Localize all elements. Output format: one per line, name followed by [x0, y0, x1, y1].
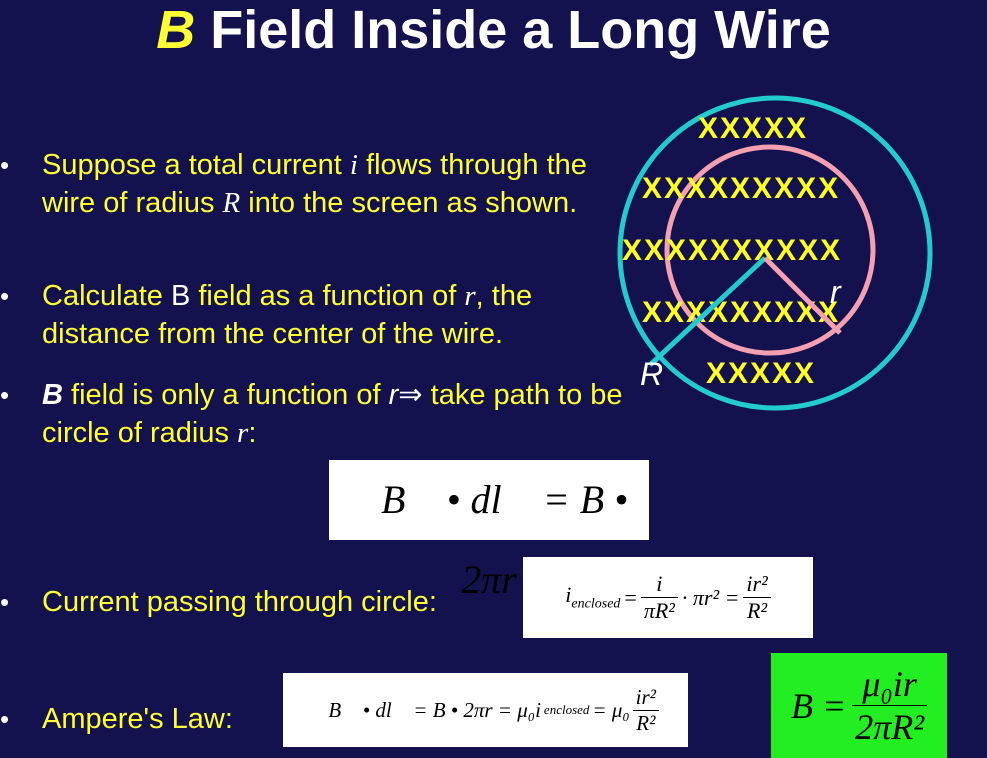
- bullet-ampere: • Ampere's Law:: [0, 700, 233, 738]
- bullet-dot: •: [0, 704, 10, 734]
- bullet-text: field is only a function of: [62, 379, 389, 411]
- result-num: μ₀ir: [852, 663, 928, 706]
- implies-symbol: ⇒: [398, 379, 423, 411]
- eq-num: ir²: [632, 685, 659, 711]
- x-row: XXXXXXXXXX: [622, 234, 842, 267]
- bullet-text: take path to be circle of radius: [42, 379, 623, 449]
- eq-den: R²: [636, 710, 656, 735]
- bullet-text: Ampere's Law:: [42, 703, 233, 735]
- eq-den: πR²: [643, 598, 675, 623]
- outer-circle: [617, 95, 933, 411]
- eq-num: i: [640, 571, 678, 598]
- bullet-current: • Suppose a total current i flows throug…: [0, 146, 612, 222]
- bullet-text: , the distance from the center of the wi…: [42, 280, 533, 350]
- label-r: r: [830, 274, 842, 310]
- var-r: r: [464, 280, 476, 312]
- result-lhs: B =: [790, 685, 847, 726]
- bullet-dot: •: [0, 281, 10, 311]
- eq-equals: =: [624, 584, 637, 610]
- bullet-dot: •: [0, 150, 10, 180]
- x-row: XXXXX: [706, 357, 816, 390]
- x-row: XXXXX: [698, 112, 808, 145]
- eq-equals: = μ₀: [592, 697, 630, 722]
- eq-main: ∮B⃗ • dl⃗ = B • 2πr = μ₀i: [312, 697, 541, 722]
- radius-r-line: [763, 256, 842, 335]
- bullet-text: Suppose a total current: [42, 149, 350, 181]
- title-rest: Field Inside a Long Wire: [195, 0, 831, 60]
- var-R: R: [222, 187, 241, 219]
- bullet-dot: •: [0, 380, 10, 410]
- radius-R-line: [648, 256, 767, 367]
- result-den: 2πR²: [855, 707, 925, 747]
- bullet-text: Current passing through circle:: [42, 586, 437, 618]
- label-R: R: [640, 356, 663, 392]
- eq-mid: · πr² =: [681, 584, 740, 610]
- eq-num: ir²: [743, 571, 771, 598]
- inner-circle: [664, 144, 876, 356]
- var-r: r: [388, 379, 399, 411]
- page-title: B Field Inside a Long Wire: [0, 0, 987, 60]
- bullet-text: Calculate: [42, 280, 171, 312]
- var-i: i: [349, 149, 358, 181]
- bullet-dot: •: [0, 587, 10, 617]
- bullet-text: flows through the wire of radius: [42, 149, 587, 219]
- eq-sub: enclosed: [543, 702, 590, 717]
- bullet-calculate: • Calculate B field as a function of r, …: [0, 277, 612, 353]
- bullet-text: field as a function of: [190, 280, 465, 312]
- eq-sub: enclosed: [571, 596, 621, 612]
- bullet-text: into the screen as shown.: [240, 187, 578, 219]
- eq-lhs: ∮B⃗ • dl⃗: [349, 477, 533, 522]
- bullet-text: :: [248, 417, 257, 449]
- label-B: B: [170, 280, 191, 312]
- label-B: B: [42, 379, 63, 411]
- var-r: r: [237, 417, 249, 449]
- bullet-path: • B field is only a function of r⇒ take …: [0, 376, 642, 452]
- eq-den: R²: [747, 598, 768, 623]
- eq-rhs: = B • 2πr: [461, 477, 629, 602]
- eq-i: i: [565, 582, 572, 608]
- title-bold-letter: B: [156, 0, 196, 60]
- bullet-enclosed: • Current passing through circle:: [0, 583, 437, 621]
- x-row: XXXXXXXXX: [642, 172, 840, 205]
- equation-line-integral: ∮B⃗ • dl⃗ = B • 2πr: [329, 460, 649, 602]
